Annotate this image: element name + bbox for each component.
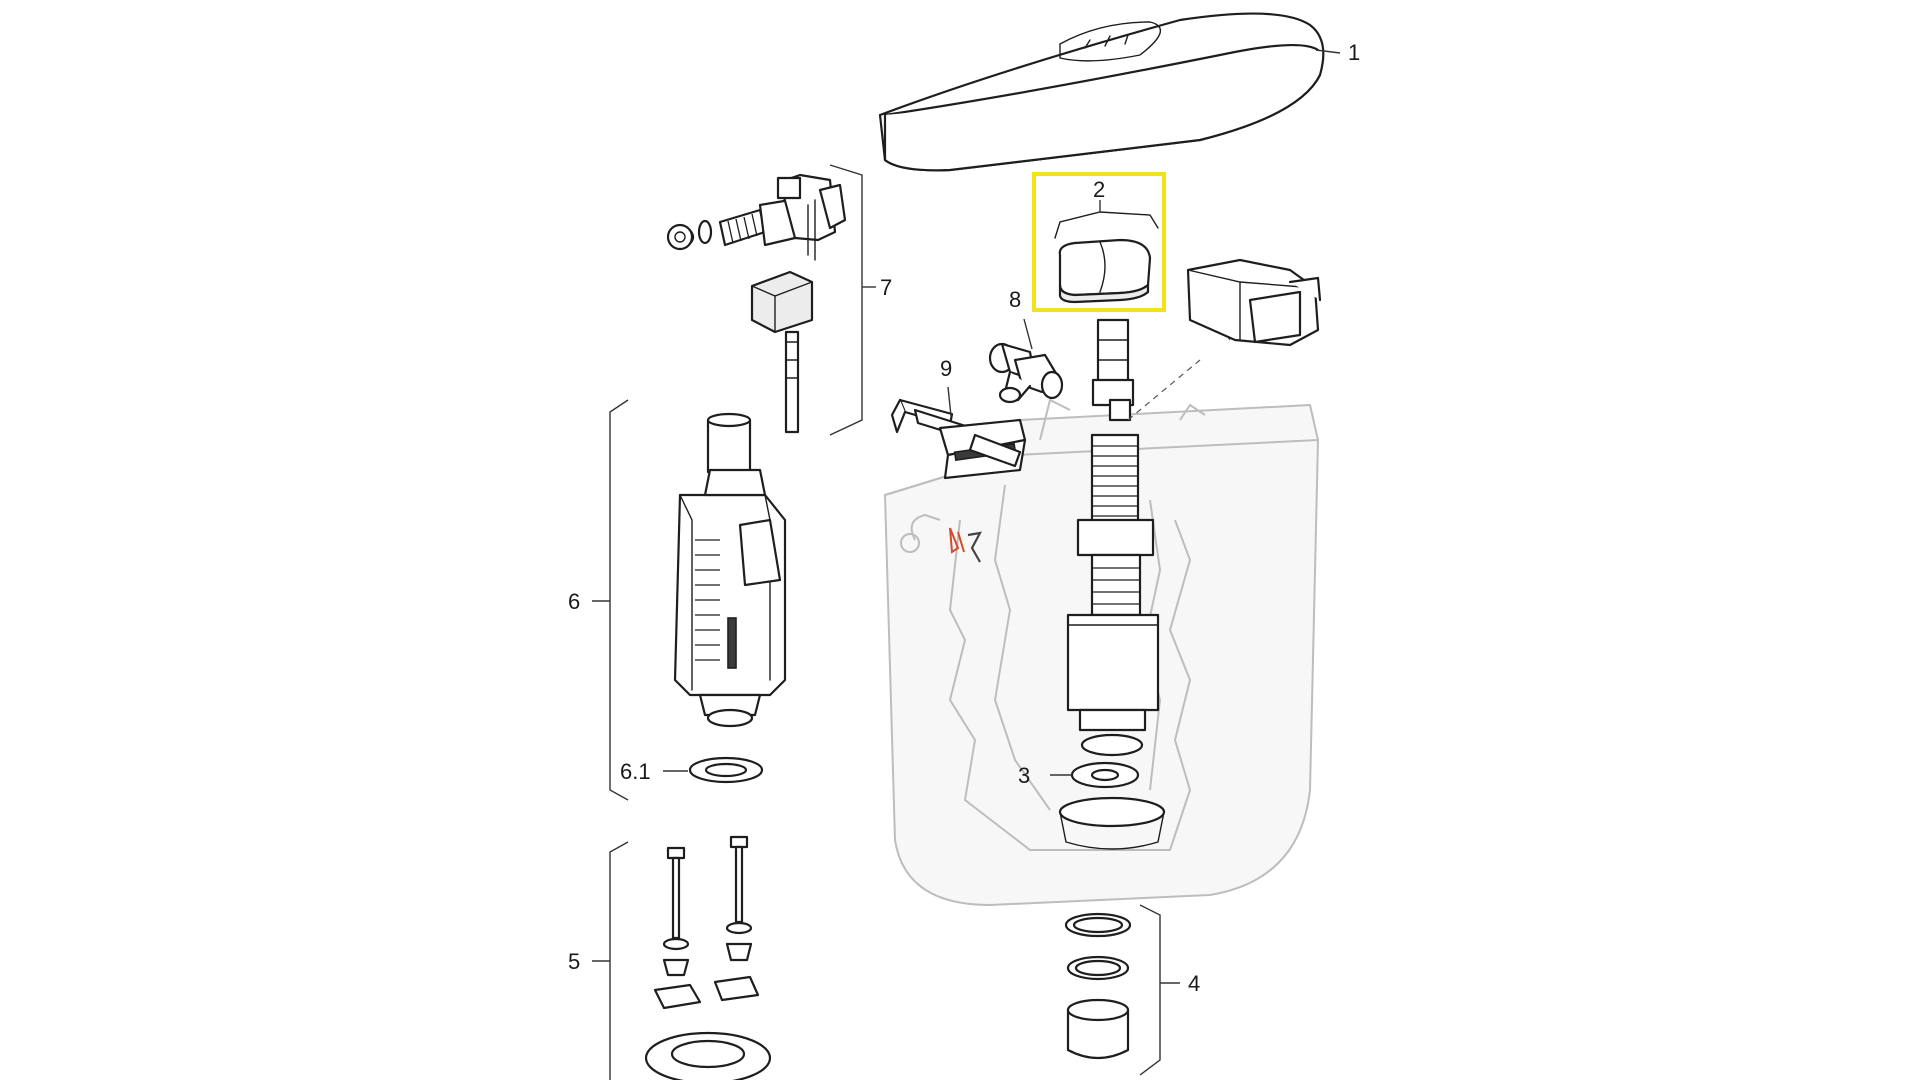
part-2-flush-button bbox=[1032, 172, 1166, 312]
label-part-5: 5 bbox=[568, 949, 580, 974]
part-1-lid bbox=[878, 12, 1341, 172]
label-part-6: 6 bbox=[568, 589, 580, 614]
label-part-9: 9 bbox=[940, 356, 952, 381]
label-part-1: 1 bbox=[1348, 40, 1360, 65]
label-part-6-1: 6.1 bbox=[620, 759, 651, 784]
part-8-elbow-connector bbox=[988, 318, 1064, 404]
part-3-washer bbox=[1050, 761, 1140, 789]
part-9-bracket bbox=[890, 386, 1027, 480]
top-right-clip bbox=[1186, 258, 1322, 347]
part-6-flush-valve bbox=[592, 399, 787, 801]
flush-valve-assembly bbox=[1058, 299, 1231, 850]
label-part-2: 2 bbox=[1093, 177, 1105, 202]
part-7-fill-valve bbox=[666, 164, 876, 436]
part-4-seal-set bbox=[1064, 904, 1180, 1076]
part-5-fixing-set bbox=[592, 835, 772, 1080]
part-6-1-seal bbox=[663, 756, 764, 784]
label-part-8: 8 bbox=[1009, 287, 1021, 312]
label-part-3: 3 bbox=[1018, 763, 1030, 788]
highlight-box bbox=[1032, 172, 1166, 312]
label-part-7: 7 bbox=[880, 275, 892, 300]
label-part-4: 4 bbox=[1188, 971, 1200, 996]
